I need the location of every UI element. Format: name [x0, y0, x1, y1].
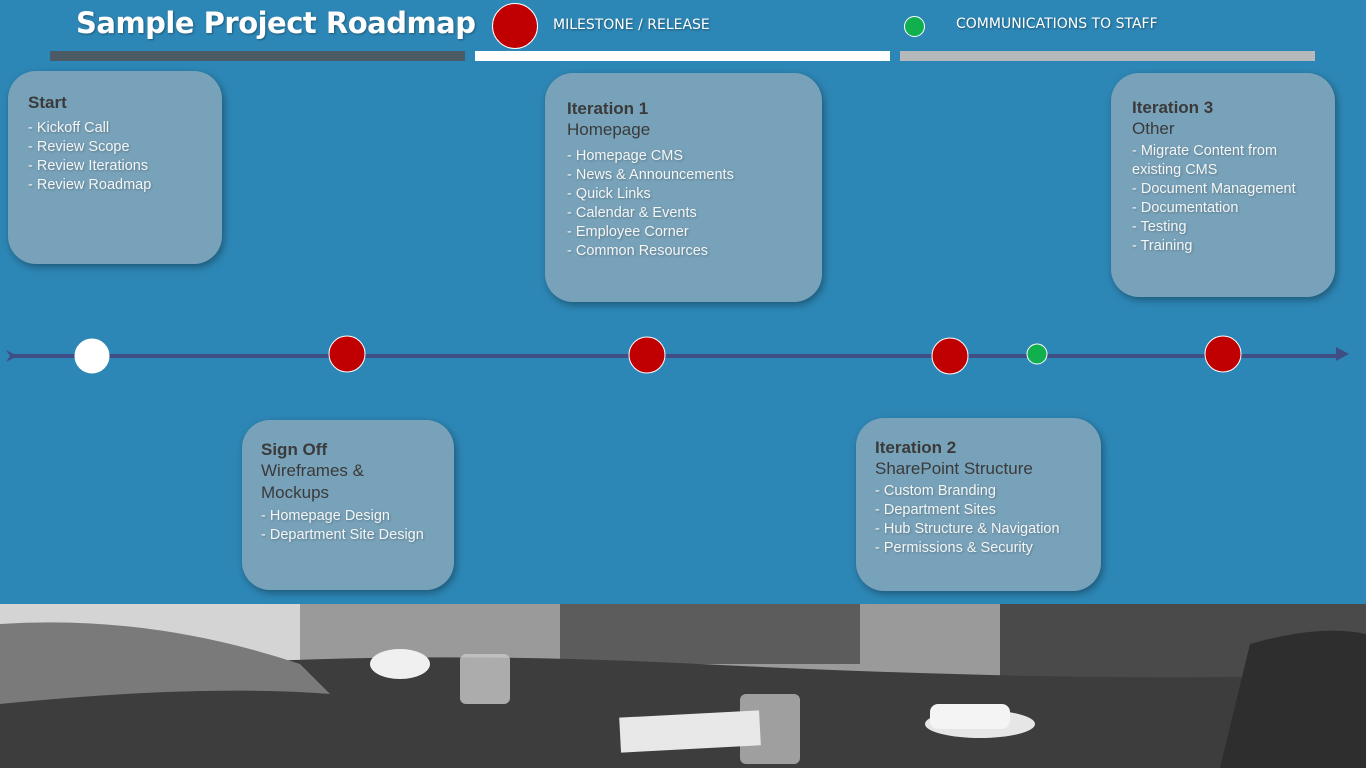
milestone-legend-bar: [475, 51, 890, 61]
list-item: - Permissions & Security: [875, 540, 1033, 556]
timeline-arrow: [6, 347, 1349, 362]
iteration-1-milestone-marker: [628, 336, 666, 374]
start-marker: [74, 338, 110, 374]
iteration-3-list: - Migrate Content from existing CMS - Do…: [1132, 142, 1335, 256]
comms-legend-marker: [904, 16, 925, 37]
signoff-milestone-marker: [328, 335, 366, 373]
iteration-3-title: Iteration 3: [1132, 98, 1214, 117]
start-card-list: - Kickoff Call - Review Scope - Review I…: [28, 119, 222, 195]
list-item: - News & Announcements: [567, 167, 734, 183]
list-item: - Migrate Content from: [1132, 143, 1278, 159]
signoff-subtitle-line-1: Wireframes &: [261, 461, 364, 480]
iteration-1-subtitle: Homepage: [567, 120, 651, 139]
list-item: - Employee Corner: [567, 224, 689, 240]
comms-legend-bar: [900, 51, 1315, 61]
list-item: - Common Resources: [567, 243, 709, 259]
list-item: - Kickoff Call: [28, 120, 110, 136]
iteration-2-list: - Custom Branding - Department Sites - H…: [875, 482, 1101, 558]
signoff-subtitle-line-2: Mockups: [261, 483, 330, 502]
iteration-1-title: Iteration 1: [567, 99, 649, 118]
list-item: - Calendar & Events: [567, 205, 697, 221]
signoff-title: Sign Off: [261, 440, 328, 459]
list-item: - Document Management: [1132, 181, 1296, 197]
list-item: - Training: [1132, 238, 1193, 254]
iteration-1-card: Iteration 1 Homepage - Homepage CMS - Ne…: [545, 73, 822, 302]
iteration-1-list: - Homepage CMS - News & Announcements - …: [567, 147, 822, 261]
start-card: Start - Kickoff Call - Review Scope - Re…: [8, 71, 222, 264]
list-item: - Homepage Design: [261, 508, 390, 524]
iteration-2-title: Iteration 2: [875, 438, 957, 457]
list-item: existing CMS: [1132, 162, 1218, 178]
title-underline-bar: [50, 51, 465, 61]
iteration-3-milestone-marker: [1204, 335, 1242, 373]
milestone-legend-label: MILESTONE / RELEASE: [553, 17, 710, 33]
comms-legend-label: COMMUNICATIONS TO STAFF: [956, 16, 1158, 32]
list-item: - Department Sites: [875, 502, 996, 518]
iteration-2-card: Iteration 2 SharePoint Structure - Custo…: [856, 418, 1101, 591]
list-item: - Review Scope: [28, 139, 130, 155]
meeting-photo-illustration: [0, 604, 1366, 768]
iteration-2-subtitle: SharePoint Structure: [875, 459, 1033, 478]
iteration-2-milestone-marker: [931, 337, 969, 375]
meeting-photo: [0, 604, 1366, 768]
iteration-3-subtitle: Other: [1132, 119, 1175, 138]
list-item: - Hub Structure & Navigation: [875, 521, 1060, 537]
signoff-list: - Homepage Design - Department Site Desi…: [261, 507, 454, 545]
signoff-card: Sign Off Wireframes & Mockups - Homepage…: [242, 420, 454, 590]
page-title: Sample Project Roadmap: [76, 6, 476, 40]
list-item: - Testing: [1132, 219, 1187, 235]
list-item: - Custom Branding: [875, 483, 996, 499]
comms-marker: [1026, 343, 1048, 365]
timeline: [6, 335, 1349, 375]
list-item: - Review Roadmap: [28, 177, 152, 193]
list-item: - Documentation: [1132, 200, 1239, 216]
list-item: - Department Site Design: [261, 527, 424, 543]
list-item: - Quick Links: [567, 186, 651, 202]
list-item: - Review Iterations: [28, 158, 149, 174]
milestone-legend-marker: [492, 3, 538, 49]
list-item: - Homepage CMS: [567, 148, 684, 164]
start-card-title: Start: [28, 93, 67, 112]
iteration-3-card: Iteration 3 Other - Migrate Content from…: [1111, 73, 1335, 297]
